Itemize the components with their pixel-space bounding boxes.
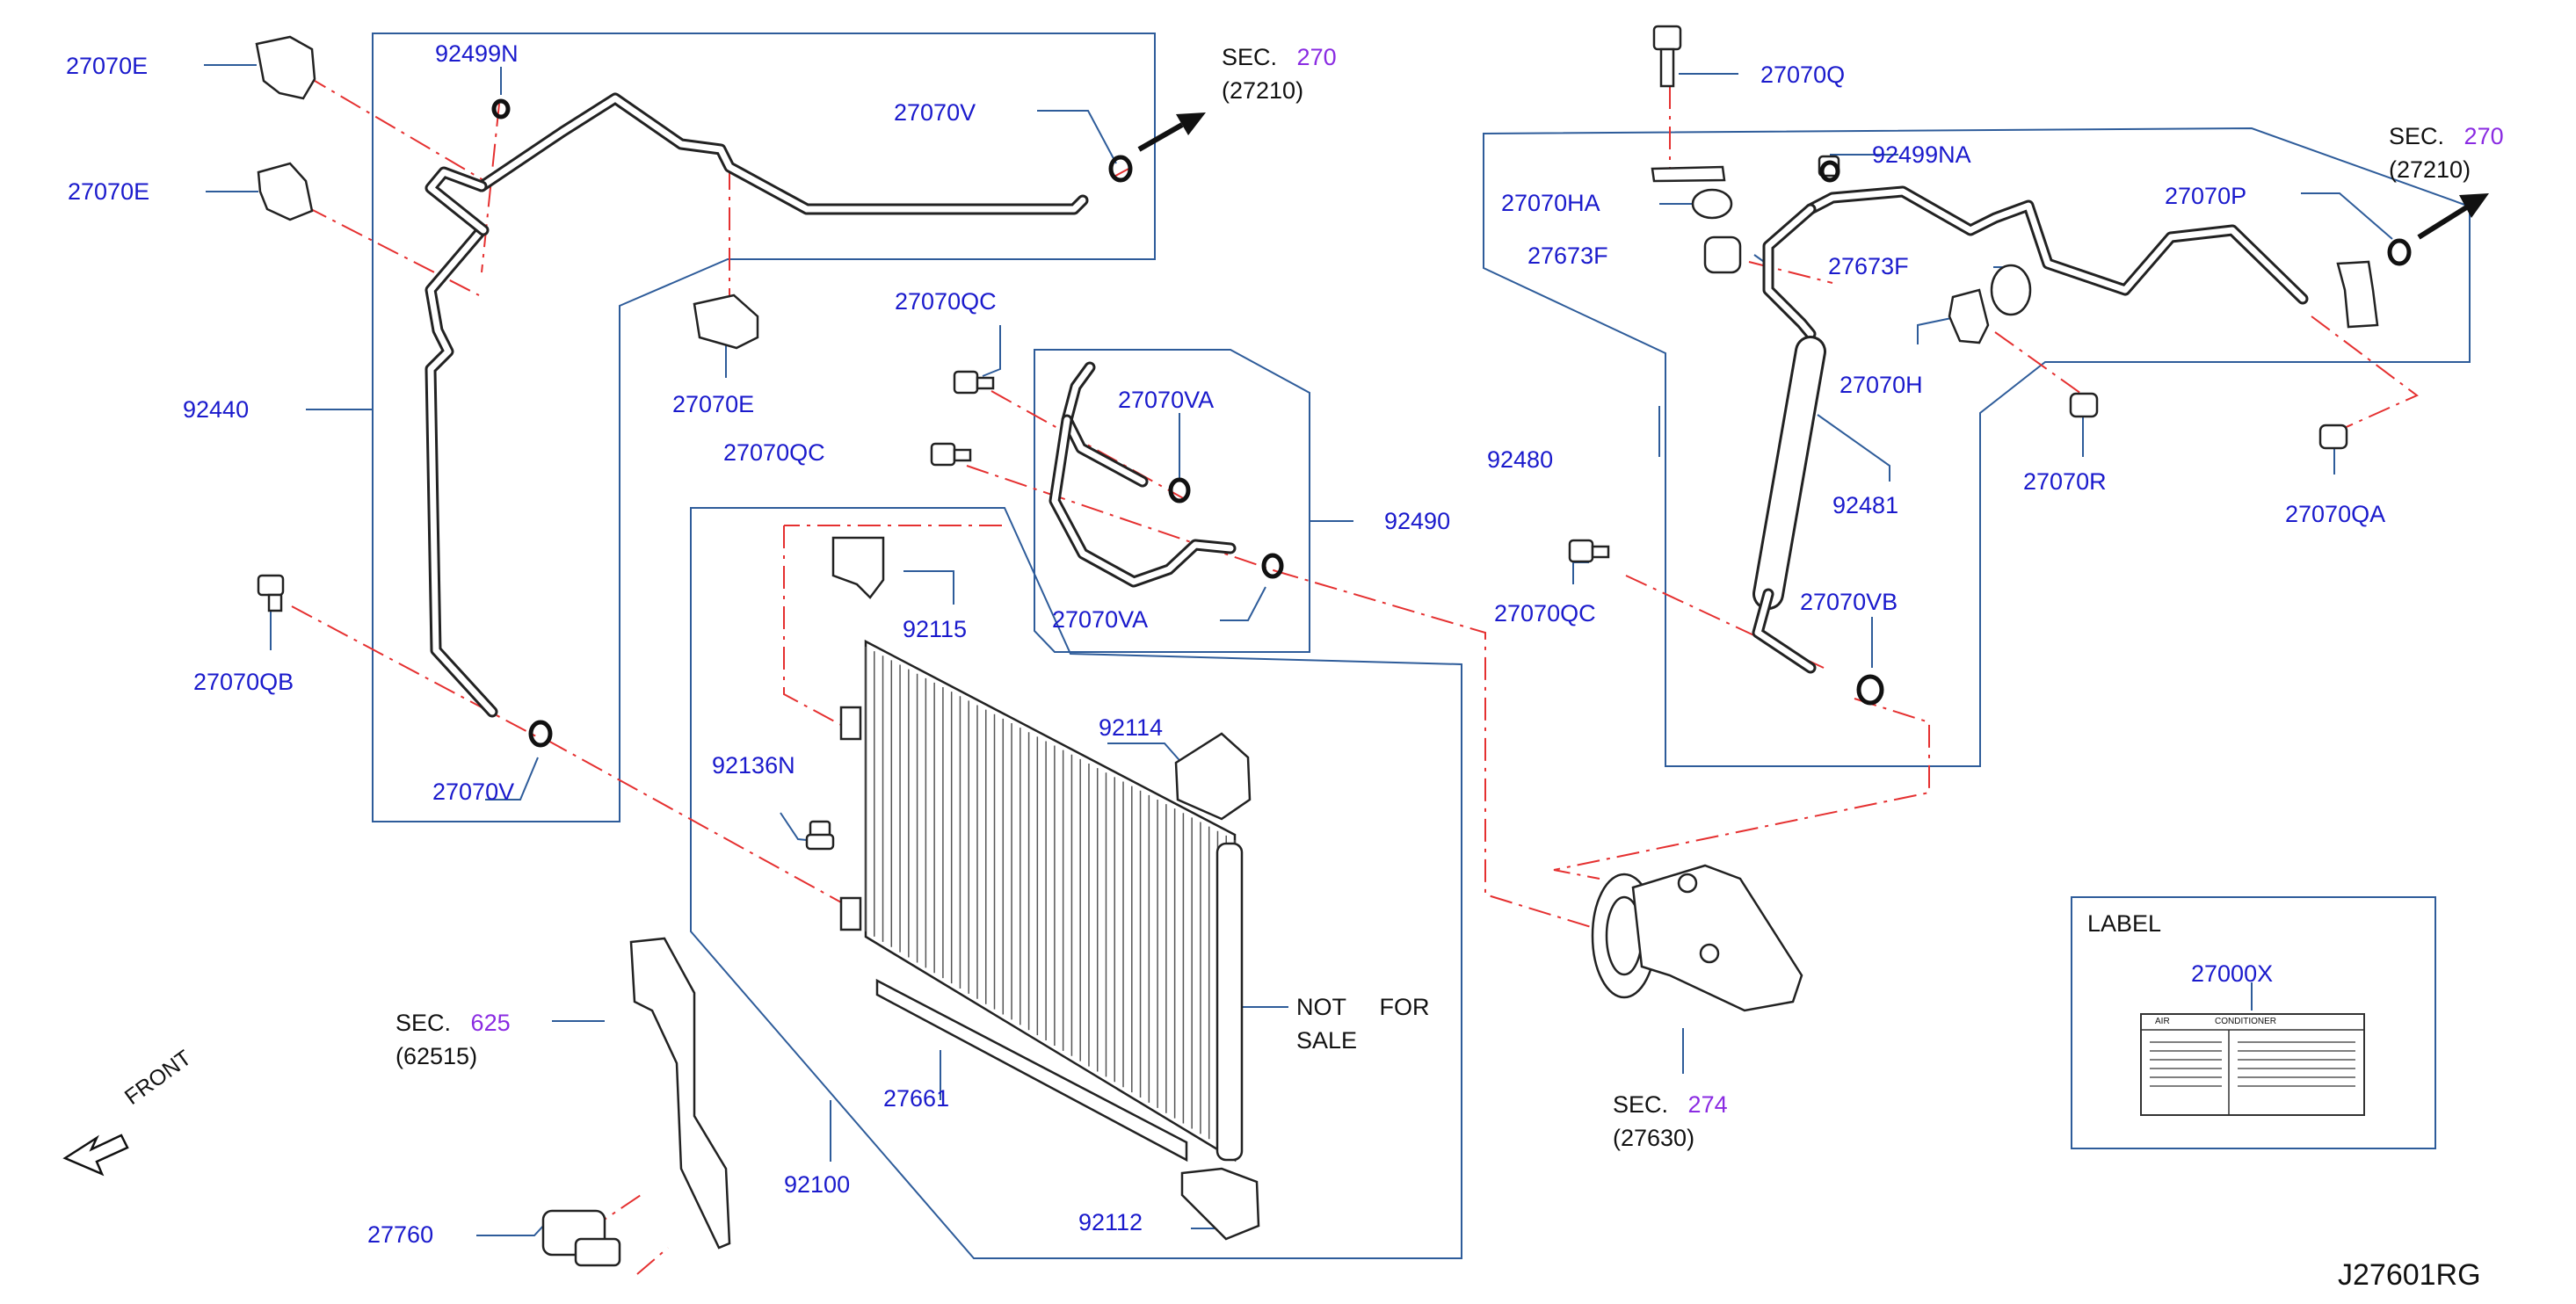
part-label-27070E-c: 27070E [672,391,755,417]
front-arrow-icon [62,1134,129,1177]
clip-27070E-a [255,35,316,100]
sec-number: 270 [2464,123,2504,149]
part-label-27070V-top: 27070V [894,99,976,126]
part-label-27661: 27661 [883,1085,950,1112]
hose-92490 [1049,361,1237,588]
part-label-27760: 27760 [367,1221,434,1248]
section-ref-274: SEC. 274 (27630) [1613,1088,1728,1155]
group-box-92490 [1034,349,1310,653]
grommet-27673F-a [1703,235,1742,274]
compressor [1591,864,1803,1012]
group-box-92100 [690,507,1462,1259]
part-label-92100: 92100 [784,1171,851,1198]
part-label-27070Q: 27070Q [1760,62,1846,88]
o-rings [491,98,2412,748]
part-label-27673F-b: 27673F [1828,253,1909,279]
part-label-27070VB: 27070VB [1800,589,1898,615]
part-label-27070V-bottom: 27070V [432,779,515,805]
part-label-27070E-a: 27070E [66,53,149,79]
sec-word: SEC. [395,1010,452,1036]
pipe-92480 [1752,185,2309,674]
part-label-27070QC-c: 27070QC [1494,600,1596,627]
group-box-92480 [1483,127,2471,767]
part-label-27070QC-a: 27070QC [895,288,997,315]
bracket-62515 [629,937,731,1250]
pipe-92440 [424,92,1089,718]
bolts [257,25,2348,612]
nfs-line1: NOT [1296,994,1346,1020]
part-label-27000X: 27000X [2191,960,2274,987]
label-box-title: LABEL [2087,910,2162,937]
part-label-92440: 92440 [183,396,250,423]
group-box-92440 [372,33,1156,822]
part-label-92136N: 92136N [712,752,795,779]
part-label-92499NA: 92499NA [1872,141,1971,168]
part-label-92499N: 92499N [435,40,519,67]
label-plate-title-left: AIR [2155,1017,2170,1026]
grommet-27673F-b [1990,264,2032,316]
sensor-92136N [805,820,835,851]
part-label-27070H: 27070H [1839,372,1923,398]
sec-number: 625 [470,1010,511,1036]
sec-number: 274 [1687,1091,1728,1118]
bracket-92114 [1174,732,1252,821]
sec-word: SEC. [1613,1091,1669,1118]
section-ref-625: SEC. 625 (62515) [395,1006,511,1073]
outlet-arrows [1137,112,2489,240]
bracket-92115 [831,536,885,599]
label-plate [2140,1013,2365,1116]
sensor-27760 [541,1209,621,1267]
sec-word: SEC. [1222,44,1278,70]
leader-lines [204,64,2393,1236]
clip-27070E-c [693,293,759,350]
clip-27070H [1948,288,1990,344]
condenser [839,639,1244,1163]
sec-sub: (62515) [395,1043,478,1069]
part-label-92112: 92112 [1078,1209,1143,1235]
nfs-line1b: FOR [1379,994,1430,1020]
nfs-line2: SALE [1296,1027,1358,1054]
bracket-27070HA [1651,165,1733,220]
part-label-27673F-a: 27673F [1527,243,1608,269]
part-label-27070VA-b: 27070VA [1052,606,1149,633]
sec-sub: (27210) [1222,77,1304,104]
section-ref-270-left: SEC. 270 (27210) [1222,40,1337,107]
label-box [2071,896,2436,1149]
part-label-27070HA: 27070HA [1501,190,1600,216]
sec-word: SEC. [2389,123,2445,149]
bracket-27070P [2336,260,2379,329]
part-label-27070P: 27070P [2165,183,2247,209]
not-for-sale-note: NOT FOR SALE [1296,990,1430,1057]
sec-sub: (27630) [1613,1125,1695,1151]
part-label-27070QB: 27070QB [193,669,294,695]
label-plate-title-right: CONDITIONER [2215,1017,2276,1026]
part-label-27070QC-b: 27070QC [723,439,825,466]
clip-27070E-b [257,162,314,221]
section-ref-270-right: SEC. 270 (27210) [2389,120,2504,186]
sec-sub: (27210) [2389,156,2471,183]
part-label-92115: 92115 [903,616,968,642]
part-label-92114: 92114 [1099,714,1164,741]
diagram-code: J27601RG [2338,1258,2481,1292]
part-label-27070VA-a: 27070VA [1118,387,1215,413]
part-label-92490: 92490 [1384,508,1451,534]
part-label-27070E-b: 27070E [68,178,150,205]
part-label-27070R: 27070R [2023,468,2107,495]
part-label-27070QA: 27070QA [2285,501,2386,527]
part-label-92480: 92480 [1487,446,1554,473]
bracket-92112 [1180,1167,1260,1241]
sec-number: 270 [1296,44,1337,70]
part-label-92481: 92481 [1832,492,1899,518]
centerlines [291,75,2419,1275]
